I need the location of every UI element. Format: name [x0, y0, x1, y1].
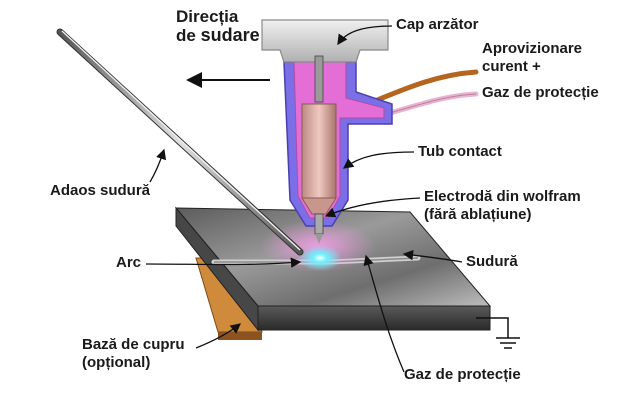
- electrode-line2: (fără ablațiune): [424, 206, 532, 223]
- label-weld: Sudură: [466, 253, 518, 270]
- leader-contact-tube: [342, 151, 415, 169]
- label-electrode: Electrodă din wolfram (fără ablațiune): [424, 188, 581, 224]
- torch-cap: [261, 19, 389, 63]
- leader-arc: [145, 257, 302, 268]
- contact-tube: [301, 103, 337, 215]
- leader-weld: [402, 249, 463, 263]
- label-copper-base: Bază de cupru (opțional): [82, 336, 185, 372]
- copper-base-line1: Bază de cupru: [82, 336, 185, 353]
- welding-direction-line2: de sudare: [176, 26, 260, 45]
- tungsten-electrode: [314, 55, 324, 244]
- label-current-supply: Aprovizionare curent +: [482, 40, 582, 76]
- label-contact-tube: Tub contact: [418, 143, 502, 160]
- torch-nozzle: [283, 61, 393, 227]
- current-supply-line1: Aprovizionare: [482, 40, 583, 57]
- leader-electrode: [324, 197, 421, 218]
- ground-symbol-icon: [476, 317, 520, 349]
- current-supply-line2: curent +: [482, 58, 541, 75]
- leader-cap: [337, 25, 393, 46]
- copper-base-line2: (opțional): [82, 354, 151, 371]
- welding-direction-prefix: de: [176, 26, 201, 45]
- leader-lines: [145, 25, 463, 373]
- arc-glow: [298, 245, 342, 271]
- label-arc: Arc: [116, 254, 142, 271]
- label-nozzle-cap: Cap arzător: [396, 16, 479, 33]
- label-welding-direction: Direcția de sudare: [176, 8, 260, 45]
- welding-direction-line1: Direcția: [176, 7, 239, 26]
- leader-copper: [195, 323, 242, 349]
- electrode-line1: Electrodă din wolfram: [424, 188, 581, 205]
- leader-filler: [149, 148, 167, 183]
- label-shielding-gas-top: Gaz de protecție: [482, 84, 599, 101]
- leader-gas-bottom: [363, 254, 405, 373]
- label-shielding-gas-bottom: Gaz de protecție: [404, 366, 521, 383]
- label-filler-rod: Adaos sudură: [50, 182, 151, 199]
- welding-direction-strong: sudare: [200, 25, 260, 45]
- filler-rod: [56, 28, 304, 256]
